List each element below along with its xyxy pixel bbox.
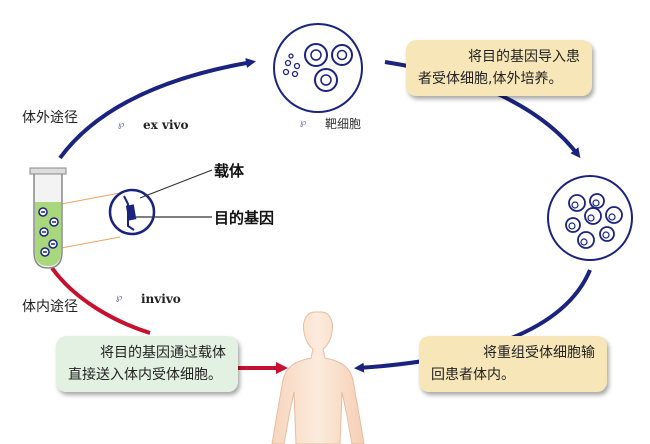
note-line: 回患者体内。 — [431, 367, 515, 383]
note-line: 者受体细胞,体外培养。 — [418, 71, 563, 87]
in-vivo-route-label: 体内途径 — [22, 299, 78, 315]
note-line: 直接送入体内受体细胞。 — [68, 367, 222, 383]
vector-plasmid-icon — [108, 169, 213, 236]
ex-vivo-route-label: 体外途径 — [22, 110, 78, 126]
in-vivo-arrow — [50, 266, 151, 335]
note-line: 将目的基因导入患 — [468, 49, 580, 65]
pi-marker-icon: ℘ — [300, 118, 307, 128]
pi-marker-icon: ℘ — [118, 120, 125, 130]
in-vivo-label: invivo — [141, 292, 181, 306]
target-gene-label: 目的基因 — [214, 209, 275, 227]
pi-marker-icon: ℘ — [116, 293, 123, 303]
ex-vivo-label: ex vivo — [143, 118, 189, 132]
vector-pointer — [139, 169, 213, 199]
target-cells-icon — [273, 23, 363, 113]
cultured-cells-icon — [547, 175, 633, 261]
note-reinfusion: 将重组受体细胞输 回患者体内。 — [419, 336, 607, 392]
note-line: 将重组受体细胞输 — [483, 345, 595, 361]
vector-label: 载体 — [214, 162, 245, 180]
test-tube-icon — [29, 167, 121, 269]
human-body-icon — [271, 311, 365, 444]
note-line: 将目的基因通过载体 — [100, 345, 226, 361]
note-in-vivo-delivery: 将目的基因通过载体 直接送入体内受体细胞。 — [56, 336, 238, 392]
ex-vivo-arrow — [58, 58, 256, 160]
note-ex-vivo-transfer: 将目的基因导入患 者受体细胞,体外培养。 — [406, 40, 592, 96]
target-cell-label: 靶细胞 — [325, 117, 362, 131]
